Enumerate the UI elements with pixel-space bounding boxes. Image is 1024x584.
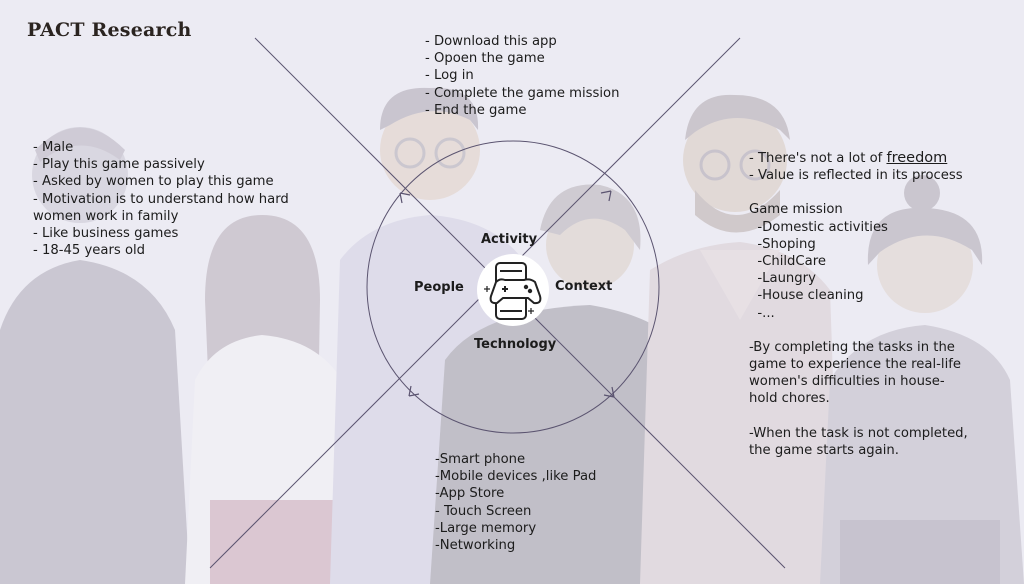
phone-gamepad-icon [489, 262, 542, 320]
people-note: - Asked by women to play this game [33, 174, 274, 190]
activity-notes: - Download this app - Opoen the game - L… [425, 33, 619, 119]
context-paragraph-line: -When the task is not completed, [749, 425, 968, 441]
people-note: - Motivation is to understand how hard [33, 191, 289, 207]
activity-note: - Log in [425, 68, 474, 84]
technology-note: -Smart phone [435, 452, 526, 467]
context-paragraph-line: -By completing the tasks in the [749, 339, 955, 355]
technology-note: -Large memory [435, 520, 537, 536]
people-illustration [0, 87, 1024, 584]
mission-item: -Shoping [749, 236, 816, 252]
people-note: - 18-45 years old [33, 243, 146, 259]
people-note: - Like business games [33, 226, 179, 242]
context-notes: - There's not a lot of freedom - Value i… [749, 150, 968, 459]
freedom-emphasis: freedom [886, 150, 948, 166]
quadrant-label-activity: Activity [481, 232, 538, 247]
game-mission-heading: Game mission [749, 202, 843, 218]
spacer [749, 184, 968, 201]
mission-item: -Domestic activities [749, 219, 888, 235]
mission-item: -... [749, 305, 775, 321]
technology-note: -Networking [435, 538, 516, 554]
context-paragraph-line: hold chores. [749, 391, 830, 407]
technology-note: -App Store [435, 486, 505, 502]
people-note: women work in family [33, 208, 179, 224]
mission-item: -ChildCare [749, 254, 826, 270]
people-note: - Play this game passively [33, 157, 205, 173]
context-note-freedom: - There's not a lot of freedom [749, 150, 968, 167]
people-notes: - Male - Play this game passively - Aske… [33, 139, 289, 259]
spacer [749, 408, 968, 425]
people-note: - Male [33, 140, 74, 155]
center-icon-group [477, 254, 549, 326]
pact-circle [366, 140, 660, 434]
diagonal-line-top-right [209, 37, 741, 569]
arrow-markers [399, 190, 615, 398]
context-paragraph-line: game to experience the real-life [749, 357, 961, 373]
technology-note: - Touch Screen [435, 503, 532, 519]
context-note: - Value is reflected in its process [749, 168, 963, 184]
context-note-prefix: - There's not a lot of [749, 151, 887, 166]
mission-item: -House cleaning [749, 288, 864, 304]
page-title: PACT Research [27, 19, 192, 41]
activity-note: - Opoen the game [425, 51, 545, 67]
pact-diagram [209, 37, 786, 569]
activity-note: - End the game [425, 102, 527, 118]
spacer [749, 322, 968, 339]
technology-notes: -Smart phone -Mobile devices ,like Pad -… [435, 451, 596, 554]
activity-note: - Download this app [425, 34, 557, 49]
mission-item: -Laungry [749, 271, 816, 287]
context-paragraph-line: the game starts again. [749, 442, 899, 458]
activity-note: - Complete the game mission [425, 85, 620, 101]
context-paragraph-line: women's difficulties in house- [749, 374, 945, 390]
quadrant-label-technology: Technology [474, 337, 557, 352]
technology-note: -Mobile devices ,like Pad [435, 469, 597, 485]
quadrant-label-context: Context [555, 279, 613, 294]
quadrant-label-people: People [414, 280, 464, 295]
